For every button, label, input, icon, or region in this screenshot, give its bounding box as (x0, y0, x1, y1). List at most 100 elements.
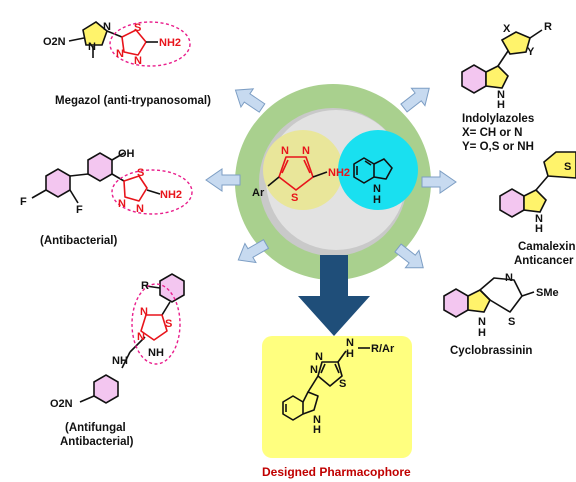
arrow-to-camalexin (421, 170, 457, 194)
megazol-o2n: O2N (43, 36, 66, 48)
indolylazoles-n: N (497, 89, 505, 101)
antifungal-n2: N (137, 331, 145, 343)
antibacterial-s: S (137, 167, 144, 179)
antibacterial-f1: F (20, 196, 27, 208)
indole-core (338, 130, 418, 210)
cyclobrassinin-sme: SMe (536, 287, 559, 299)
camalexin-n: N (535, 213, 543, 225)
designed-caption: Designed Pharmacophore (262, 465, 411, 479)
designed-indole-n: N (313, 414, 321, 426)
megazol-s: S (134, 22, 141, 34)
hub-amine: NH2 (328, 167, 350, 179)
camalexin-link (535, 175, 549, 191)
hub-indole-dbl-2 (364, 160, 372, 166)
antibacterial-fluorophenyl (45, 168, 71, 198)
hub-s: S (291, 192, 298, 204)
indolylazoles-r-bond (529, 29, 543, 39)
designed-indole-link (307, 375, 319, 393)
antifungal-s: S (165, 318, 172, 330)
arrow-to-megazol (234, 88, 266, 113)
camalexin-thiazole (543, 151, 576, 179)
antifungal-ch2-2 (121, 351, 131, 369)
compound-antifungal: R S N N NH NH O2N (Antifungal Antibacter… (50, 273, 185, 448)
designed-indole-pyrrole (302, 391, 319, 415)
designed-thiadiazole (317, 361, 343, 387)
hub-indole-n: N (373, 183, 381, 195)
antibacterial-f1-bond (31, 189, 47, 199)
antifungal-no2-bond (79, 395, 95, 403)
antifungal-thiadiazole (140, 314, 168, 341)
antifungal-label-1: (Antifungal (65, 422, 126, 434)
thiadiazole-core (263, 130, 343, 210)
cyclobrassinin-sme-bond (521, 291, 535, 297)
antibacterial-oh-bond (111, 152, 125, 161)
antifungal-ch2-1 (129, 336, 146, 353)
antibacterial-label: (Antibacterial) (40, 235, 117, 247)
outward-arrows (205, 87, 457, 269)
designed-s: S (339, 378, 346, 390)
designed-box (262, 336, 412, 458)
camalexin-label-1: Camalexin (518, 241, 576, 253)
designed-r-ar: R/Ar (371, 343, 395, 355)
indolylazoles-x: X (503, 23, 511, 35)
arrow-to-cyclobrassinin (394, 243, 424, 269)
antifungal-highlight (131, 283, 181, 365)
indolylazoles-label-1: Indolylazoles (462, 113, 534, 125)
cyclobrassinin-h: H (478, 327, 486, 339)
antifungal-link (161, 301, 171, 316)
antibacterial-amine: NH2 (160, 189, 182, 201)
big-down-arrow (298, 255, 370, 336)
cyclobrassinin-n2: N (505, 272, 513, 284)
megazol-thiadiazole (121, 29, 147, 56)
antifungal-nh2: NH (112, 355, 128, 367)
hub-amine-bond (312, 171, 328, 178)
antibacterial-f2: F (76, 204, 83, 216)
designed-dbl-2 (334, 363, 340, 374)
camalexin-pyrrole (523, 189, 547, 213)
designed-pharmacophore: N H R/Ar N N S N H (262, 336, 412, 458)
cyclobrassinin-benzene (443, 288, 469, 318)
designed-n2: N (315, 351, 323, 363)
indolylazoles-pyrrole (485, 65, 509, 89)
antifungal-o2n: O2N (50, 398, 73, 410)
indolylazoles-y: Y (527, 46, 535, 58)
hub-indole-h: H (373, 194, 381, 206)
megazol-highlight (109, 21, 191, 67)
hub-aryl: Ar (252, 187, 265, 199)
compound-camalexin: S N H Camalexin Anticancer (499, 151, 576, 267)
antibacterial-link (111, 173, 125, 182)
hub-double-bond-1 (281, 159, 289, 174)
megazol-no2-bond (68, 37, 85, 42)
cyclobrassinin-s: S (508, 316, 515, 328)
hub-double-bond-2 (303, 159, 311, 174)
cyclobrassinin-label: Cyclobrassinin (450, 345, 532, 357)
megazol-ring-n2: N (88, 41, 96, 53)
megazol-imidazole (82, 21, 108, 46)
compound-cyclobrassinin: N H N S SMe Cyclobrassinin (443, 272, 559, 357)
camalexin-h: H (535, 223, 543, 235)
hub-thiadiazole: N N S NH2 Ar (252, 145, 350, 204)
camalexin-benzene (499, 188, 525, 218)
arrow-to-antifungal (237, 238, 270, 264)
antifungal-phenyl (159, 273, 185, 303)
indolylazoles-h: H (497, 99, 505, 111)
megazol-ring-n1: N (103, 21, 111, 33)
megazol-amine: NH2 (159, 37, 181, 49)
designed-nh-bond (337, 350, 347, 363)
antifungal-nitrophenyl (93, 374, 119, 404)
camalexin-s: S (564, 161, 571, 173)
hub-n1: N (281, 145, 289, 157)
antibacterial-n1: N (118, 198, 126, 210)
arrow-to-antibacterial (205, 168, 241, 192)
indolylazoles-azole (500, 31, 531, 55)
cyclobrassinin-pyrrole (467, 289, 491, 313)
hub-aryl-bond (267, 176, 280, 187)
antibacterial-amine-bond (146, 189, 161, 195)
antifungal-nh1: NH (148, 347, 164, 359)
central-hub: N N S NH2 Ar N H (235, 84, 431, 280)
megazol-n3: N (116, 48, 124, 60)
designed-nh-h: H (346, 348, 354, 360)
indolylazoles-r: R (544, 21, 552, 33)
antibacterial-f2-bond (69, 189, 79, 204)
